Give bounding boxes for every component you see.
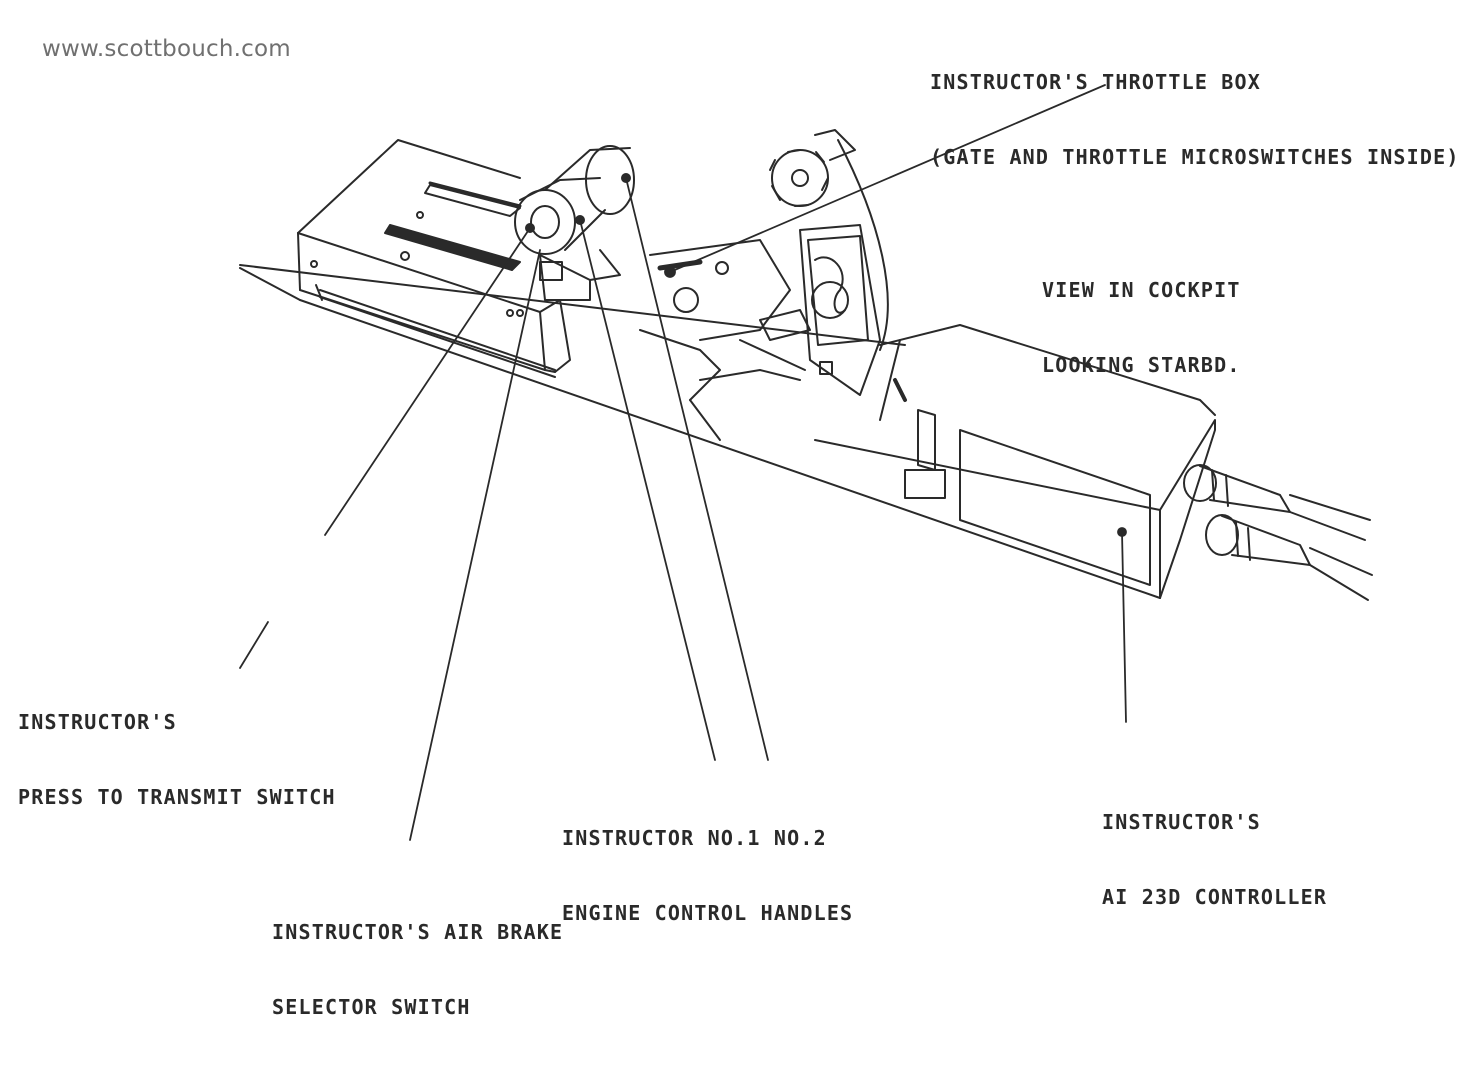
label-press-to-transmit-line2: PRESS TO TRANSMIT SWITCH	[18, 785, 336, 809]
label-ai23d-controller-line2: AI 23D CONTROLLER	[1102, 885, 1328, 909]
label-view-note-line1: VIEW IN COCKPIT	[1042, 278, 1241, 302]
label-air-brake: INSTRUCTOR'S AIR BRAKE SELECTOR SWITCH	[272, 870, 563, 1070]
leader-lines	[239, 84, 1127, 841]
label-air-brake-line2: SELECTOR SWITCH	[272, 995, 471, 1019]
cockpit-line-drawing	[239, 84, 1373, 841]
throttle-quadrant-housing	[297, 139, 571, 373]
label-throttle-box-line2: (GATE AND THROTTLE MICROSWITCHES INSIDE)	[930, 145, 1460, 169]
throttle-box-assembly	[759, 129, 889, 396]
label-engine-handles-line1: INSTRUCTOR NO.1 NO.2	[562, 826, 827, 850]
label-engine-handles: INSTRUCTOR NO.1 NO.2 ENGINE CONTROL HAND…	[562, 776, 853, 976]
label-ai23d-controller: INSTRUCTOR'S AI 23D CONTROLLER	[1102, 760, 1327, 960]
connector-plugs	[1183, 464, 1373, 601]
central-mechanism	[639, 239, 806, 441]
label-throttle-box: INSTRUCTOR'S THROTTLE BOX (GATE AND THRO…	[930, 20, 1460, 220]
watermark: www.scottbouch.com	[42, 36, 291, 62]
label-engine-handles-line2: ENGINE CONTROL HANDLES	[562, 901, 854, 925]
ai23d-controller-box	[814, 324, 1216, 599]
diagram-canvas: www.scottbouch.com INSTRUCTOR'S THROTTLE…	[18, 20, 1460, 1019]
label-press-to-transmit-line1: INSTRUCTOR'S	[18, 710, 177, 734]
label-press-to-transmit: INSTRUCTOR'S PRESS TO TRANSMIT SWITCH	[18, 660, 336, 860]
label-air-brake-line1: INSTRUCTOR'S AIR BRAKE	[272, 920, 564, 944]
label-ai23d-controller-line1: INSTRUCTOR'S	[1102, 810, 1261, 834]
label-view-note: VIEW IN COCKPIT LOOKING STARBD.	[1042, 228, 1241, 428]
label-throttle-box-line1: INSTRUCTOR'S THROTTLE BOX	[930, 70, 1262, 94]
label-view-note-line2: LOOKING STARBD.	[1042, 353, 1241, 377]
engine-handle-assembly	[514, 145, 635, 301]
